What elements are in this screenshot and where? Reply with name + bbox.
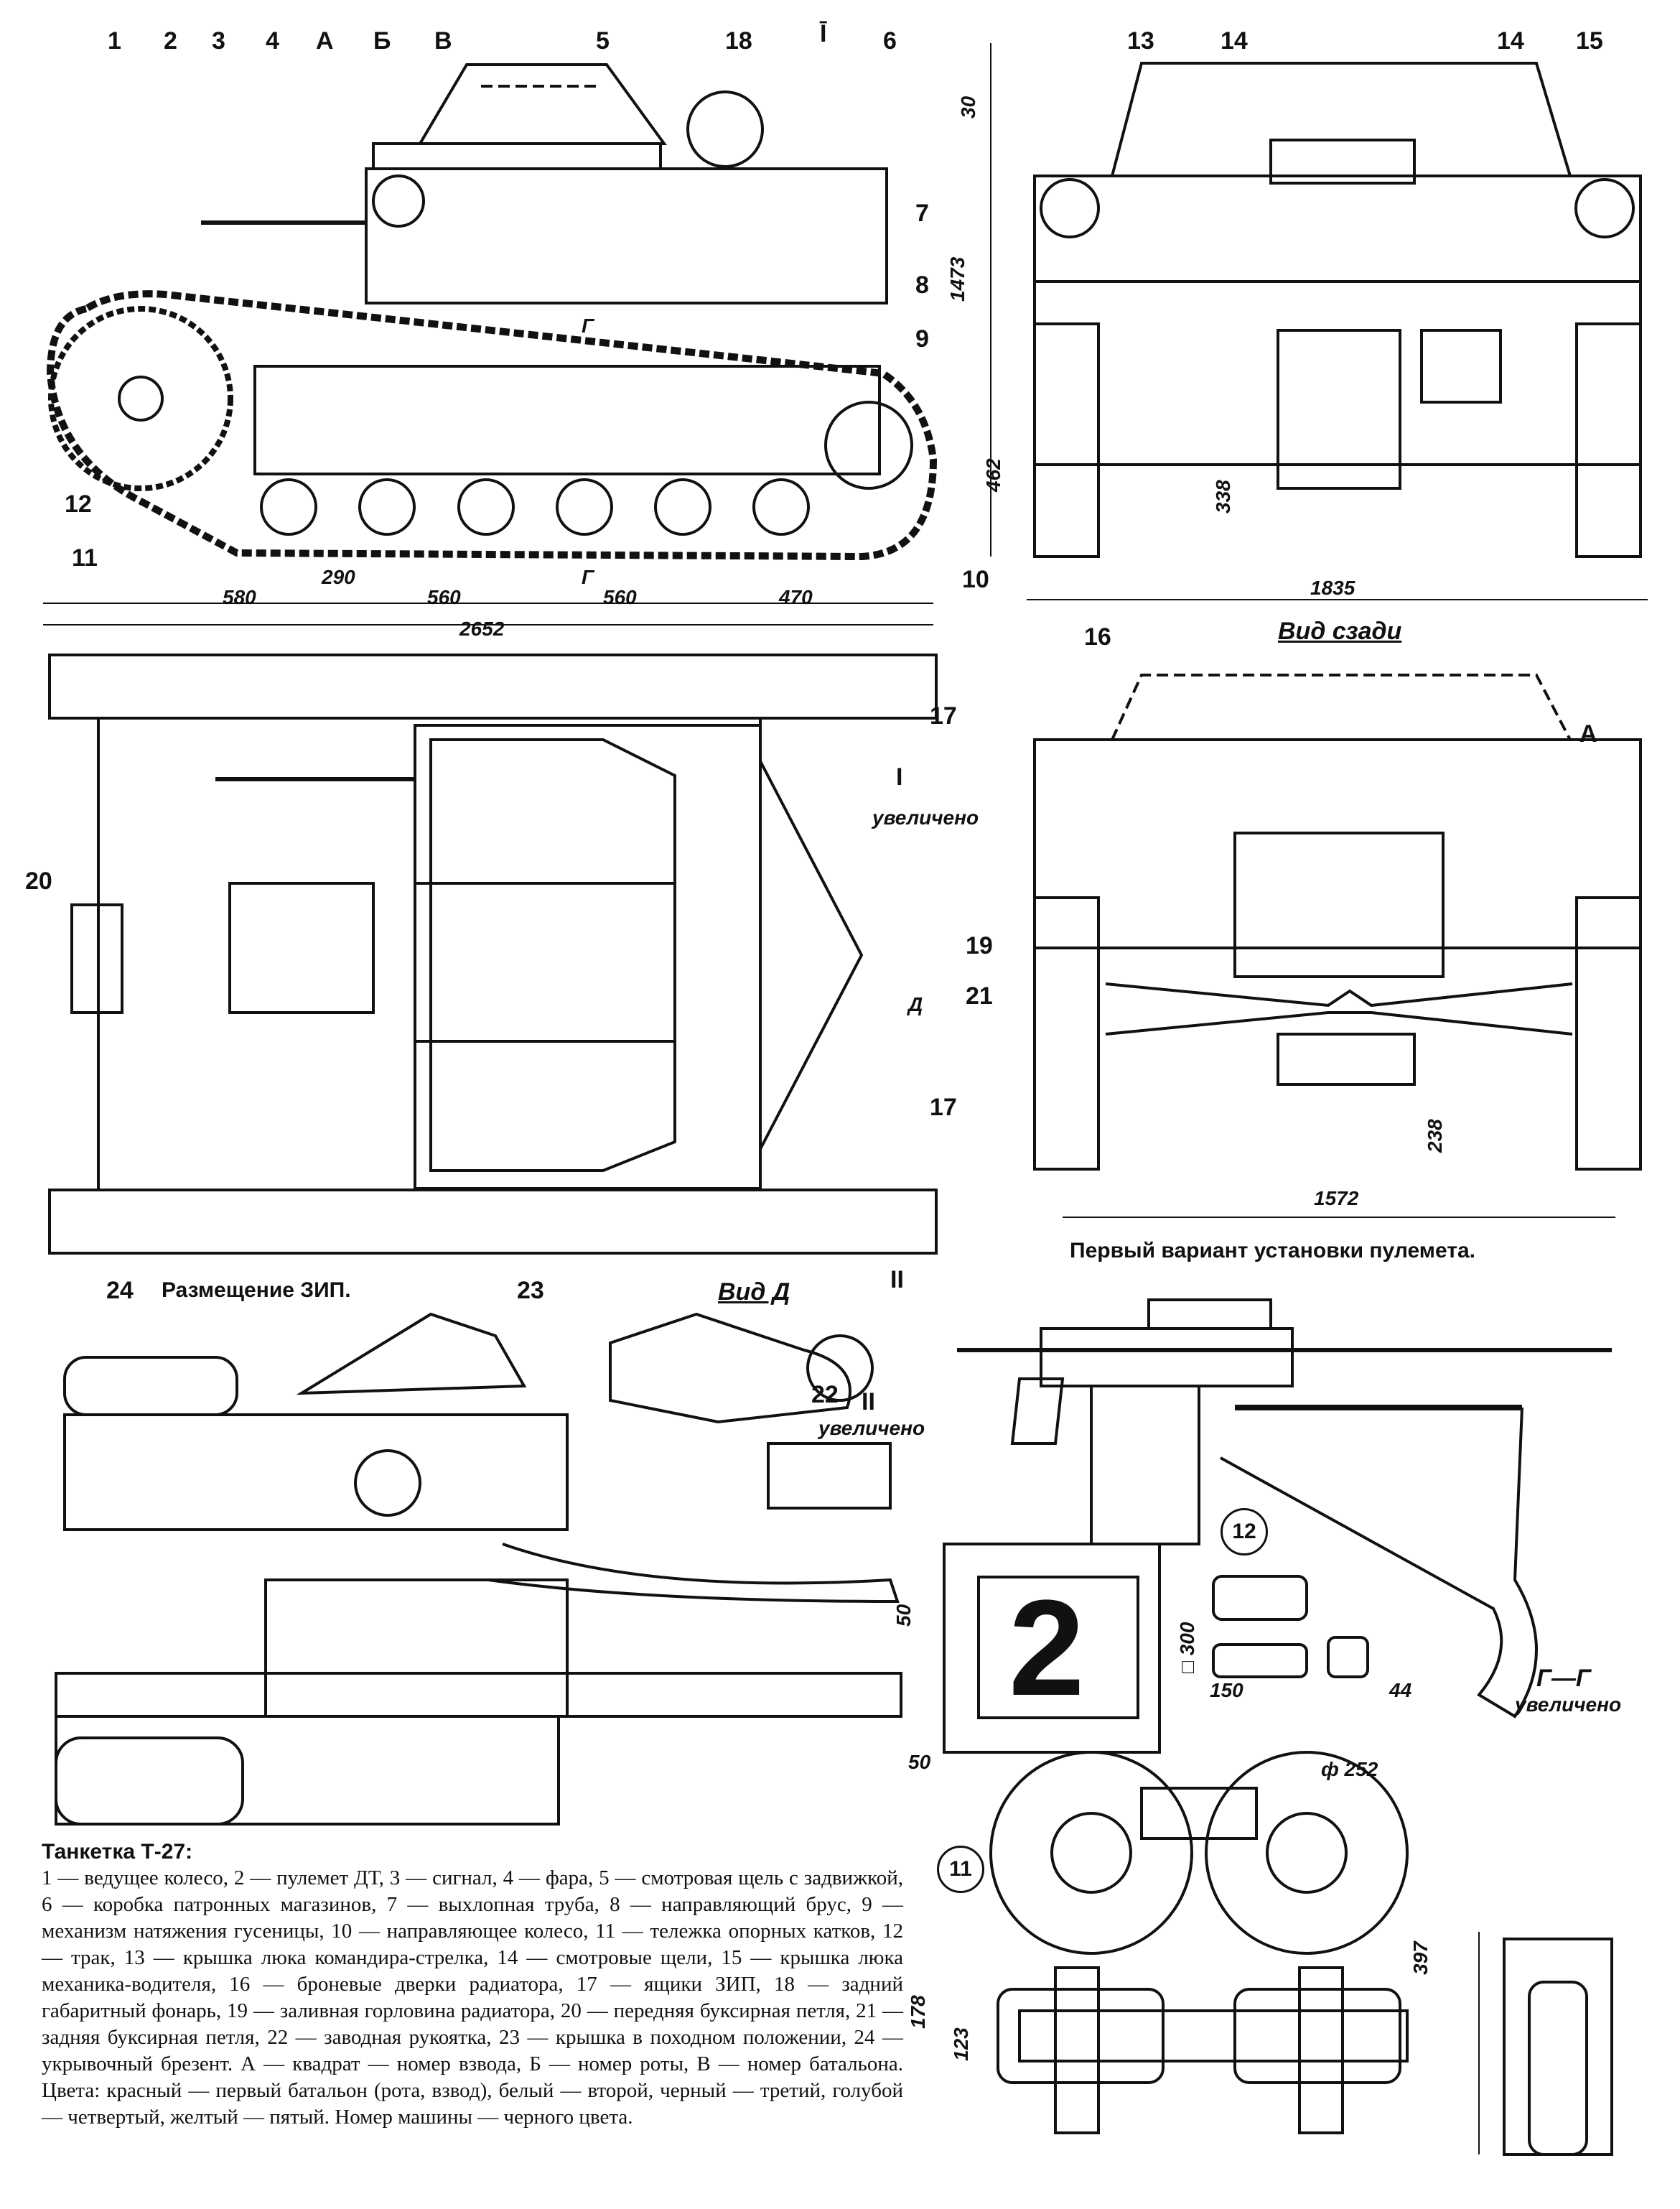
view-d-note-enlarged: увеличено [818,1417,925,1439]
front-view-drawing [990,43,1648,600]
callout-20: 20 [25,868,52,895]
callout-16: 16 [1084,623,1111,651]
callout-23: 23 [517,1277,544,1304]
dim-1835: 1835 [1310,577,1355,599]
dim-397: 397 [1409,1941,1432,1975]
detail-note-enlarged: увеличено [872,806,979,829]
vehicle-number: 2 [1009,1572,1085,1724]
rear-view-heading: Вид сзади [1278,618,1402,645]
section-gg-note: увеличено [1515,1693,1622,1716]
section-mark-g-bottom: Г [582,566,594,588]
callout-v: В [434,27,452,55]
callout-a-rear: А [1579,720,1597,748]
dim-290: 290 [322,566,355,588]
dim-50-vert: 50 [892,1604,915,1627]
callout-11-circled: 11 [937,1846,984,1893]
callout-3: 3 [212,27,225,55]
callout-12-circled: 12 [1221,1508,1268,1555]
dim-1473: 1473 [946,256,969,302]
callout-17-top: 17 [930,702,957,730]
caption-text: 1 — ведущее колесо, 2 — пулемет ДТ, 3 — … [42,1866,903,2129]
dim-150: 150 [1210,1679,1243,1701]
view-mark-d: Д [908,993,923,1015]
figure-caption: Танкетка Т-27: 1 — ведущее колесо, 2 — п… [42,1838,903,2131]
detail-mark-ii: II [890,1266,904,1293]
section-gg-heading: Г—Г [1536,1665,1591,1692]
caption-title: Танкетка Т-27: [42,1840,193,1864]
callout-b: Б [373,27,391,55]
view-d-drawing [609,1312,892,1510]
dim-560-b: 560 [603,586,637,608]
mg-mount-heading: Первый вариант установки пулемета. [1070,1239,1475,1262]
dim-338: 338 [1212,480,1234,513]
track-link-drawing [1212,1575,1369,1678]
callout-18: 18 [725,27,752,55]
callout-2: 2 [164,27,177,55]
section-gg-drawing [1478,1932,1613,2156]
callout-9: 9 [915,325,929,353]
section-mark-g-top: Г [582,315,594,337]
dim-470: 470 [779,586,813,608]
detail-mark-i-top: I [896,763,903,791]
callout-1: 1 [108,27,121,55]
callout-17-bottom: 17 [930,1094,957,1121]
callout-8: 8 [915,271,929,299]
callout-5: 5 [596,27,610,55]
top-view-drawing [48,654,938,1255]
callout-6: 6 [883,27,897,55]
callout-14-b: 14 [1497,27,1524,55]
detail-mark-i: Ī [820,20,827,47]
callout-4: 4 [266,27,279,55]
callout-10: 10 [962,566,989,593]
dim-30: 30 [957,96,979,118]
callout-14-a: 14 [1221,27,1248,55]
bogie-drawing [989,1751,1409,2134]
dim-2652: 2652 [459,618,505,640]
callout-11: 11 [72,544,98,572]
callout-22: 22 [811,1381,839,1408]
callout-a: А [316,27,334,55]
dim-462: 462 [982,458,1004,492]
dim-50-horz: 50 [908,1751,931,1773]
dim-44: 44 [1389,1679,1412,1701]
zip-view-drawing [55,1312,902,1826]
callout-13: 13 [1127,27,1154,55]
dim-1572: 1572 [1314,1187,1359,1209]
side-view-drawing [43,63,938,626]
callout-19: 19 [966,932,993,959]
callout-15: 15 [1576,27,1603,55]
callout-12: 12 [65,490,92,518]
dim-252: ф 252 [1321,1758,1378,1780]
dim-123: 123 [950,2027,972,2061]
road-wheels [260,478,810,536]
dim-560-a: 560 [427,586,461,608]
view-d-heading: Вид Д [718,1278,790,1306]
rear-view-drawing [1033,674,1642,1218]
callout-24: 24 [106,1277,134,1304]
dim-580: 580 [223,586,256,608]
callout-7: 7 [915,200,929,227]
zip-heading: Размещение ЗИП. [162,1278,351,1302]
dim-178: 178 [907,1995,929,2029]
callout-21: 21 [966,982,993,1010]
dim-238: 238 [1424,1119,1446,1153]
dim-300: □ 300 [1176,1622,1198,1673]
detail-mark-ii-b: II [862,1388,875,1415]
number-plate-drawing [943,1543,1161,1754]
